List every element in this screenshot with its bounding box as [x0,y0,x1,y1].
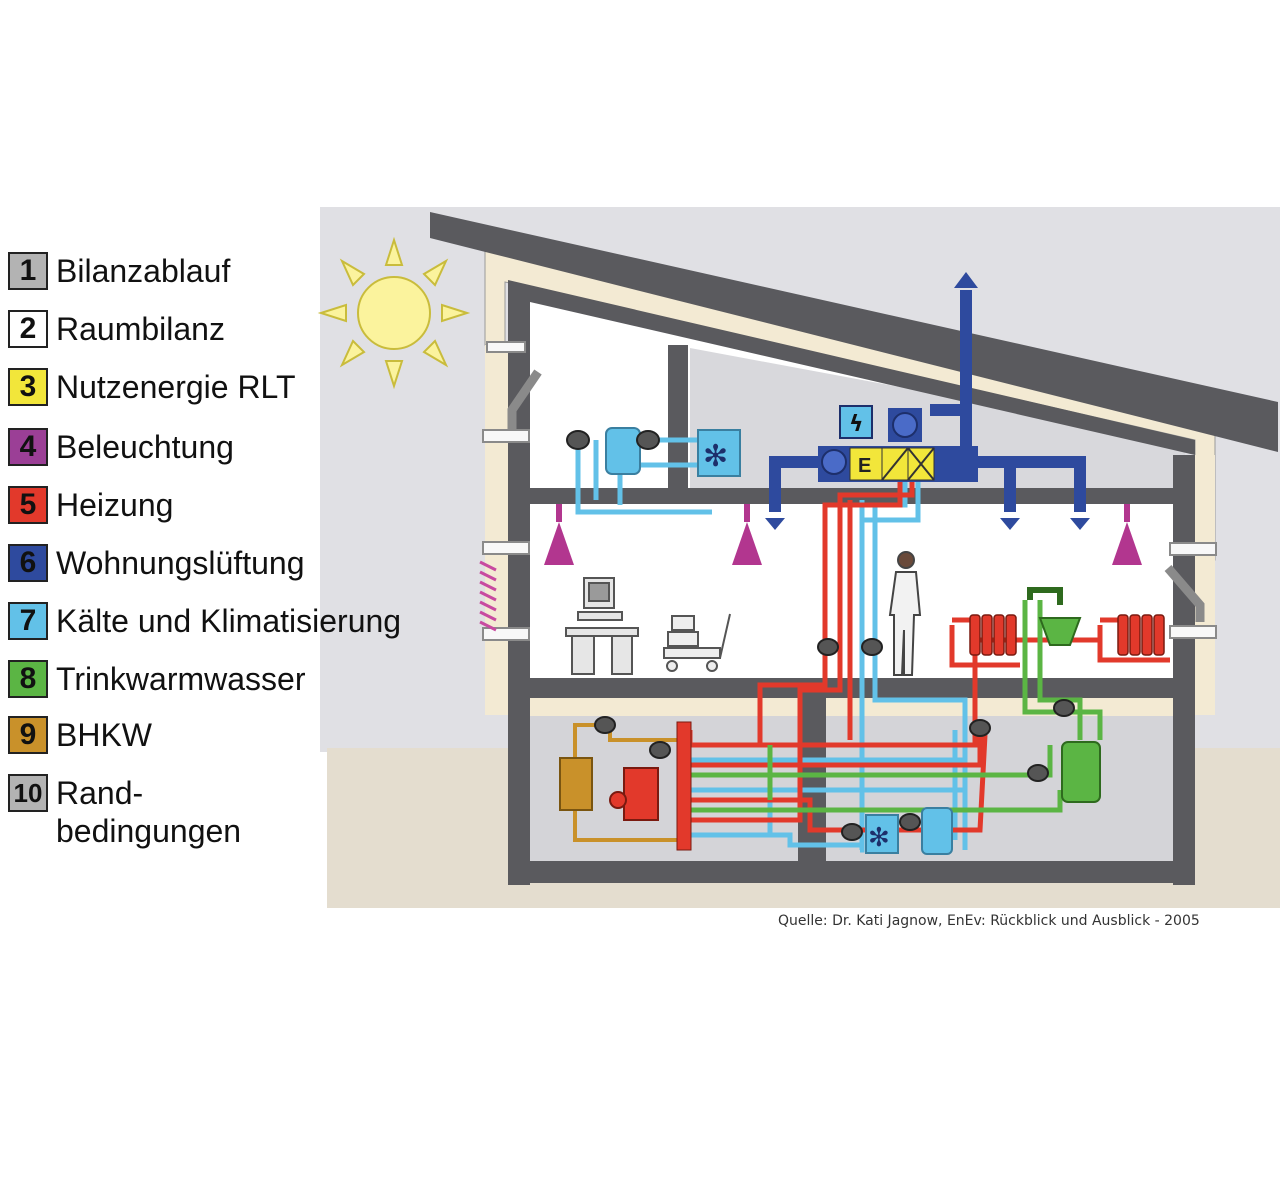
legend-label: Nutzenergie RLT [56,368,296,406]
distribution-manifold [676,721,692,851]
legend-label: Bilanzablauf [56,252,230,290]
attic-technical-room [690,348,1185,490]
legend-label-line: Nutzenergie RLT [56,369,296,405]
legend-label-line: Wohnungslüftung [56,545,305,581]
legend-badge: 3 [8,368,48,406]
legend-label: Heizung [56,486,173,524]
legend-label-line: Trinkwarmwasser [56,661,306,697]
legend-label: Rand-bedingungen [56,774,241,850]
legend-badge: 1 [8,252,48,290]
supply-arrow-icon-3 [1070,518,1090,530]
person-icon [888,551,922,676]
vent-pipe-icon [507,369,1205,622]
supply-arrow-icon [765,518,785,530]
radiator-icon [969,614,1017,656]
ceiling-slab-upper [508,280,1195,455]
ahu-label: E [858,455,871,477]
lightning-icon: ϟ [849,412,864,437]
snowflake-icon-2: ✻ [868,823,890,853]
solar-heat-icon [479,560,497,632]
pump-icon [566,430,590,450]
legend-label: Kälte und Klimatisierung [56,602,401,640]
ceiling-lamp-icons [544,504,1142,565]
air-handling-unit [818,405,978,482]
legend-badge: 10 [8,774,48,812]
attic-wall [668,345,688,490]
radiator-icon-2 [1117,614,1165,656]
exhaust-arrow-icon [954,272,978,288]
legend-label-line: Beleuchtung [56,429,234,465]
legend-label: Beleuchtung [56,428,234,466]
cold-storage-tank [921,807,953,855]
legend-label-line: Rand- [56,775,144,811]
boiler [623,767,659,821]
legend-label: Raumbilanz [56,310,225,348]
legend-badge: 9 [8,716,48,754]
supply-arrow-icon-2 [1000,518,1020,530]
pump-icon-2 [636,430,660,450]
legend-label-line: Raumbilanz [56,311,225,347]
window-frames [482,341,1217,641]
legend-badge: 5 [8,486,48,524]
legend-label-line-2: bedingungen [56,813,242,849]
pump-icons [594,638,1075,841]
legend-label: BHKW [56,716,152,754]
electric-heater-icon [839,405,873,439]
source-citation: Quelle: Dr. Kati Jagnow, EnEv: Rückblick… [778,913,1200,929]
ventilation-ducts [769,290,1086,512]
legend-label-line: Heizung [56,487,174,523]
legend-badge: 7 [8,602,48,640]
sun-icon [317,236,471,390]
legend-badge: 6 [8,544,48,582]
computer-desk-icon [565,577,639,675]
legend-label-line: Kälte und Klimatisierung [56,603,402,639]
basement-insulation-left [530,698,798,716]
burner-icon [609,791,627,809]
snowflake-icon: ✻ [703,439,728,474]
hot-water-storage [1061,741,1101,803]
roof [430,212,1278,452]
chp-unit [559,757,593,811]
legend-label-line: Bilanzablauf [56,253,231,289]
basement-chiller [865,814,899,854]
legend-label-line: BHKW [56,717,152,753]
legend-label: Wohnungslüftung [56,544,304,582]
chiller-unit [697,429,741,477]
legend-badge: 4 [8,428,48,466]
legend-badge: 2 [8,310,48,348]
legend-label: Trinkwarmwasser [56,660,306,698]
cooling-storage-tank [605,427,641,475]
washbasin-icon [1027,587,1082,646]
trolley-icon [663,613,731,672]
legend-badge: 8 [8,660,48,698]
